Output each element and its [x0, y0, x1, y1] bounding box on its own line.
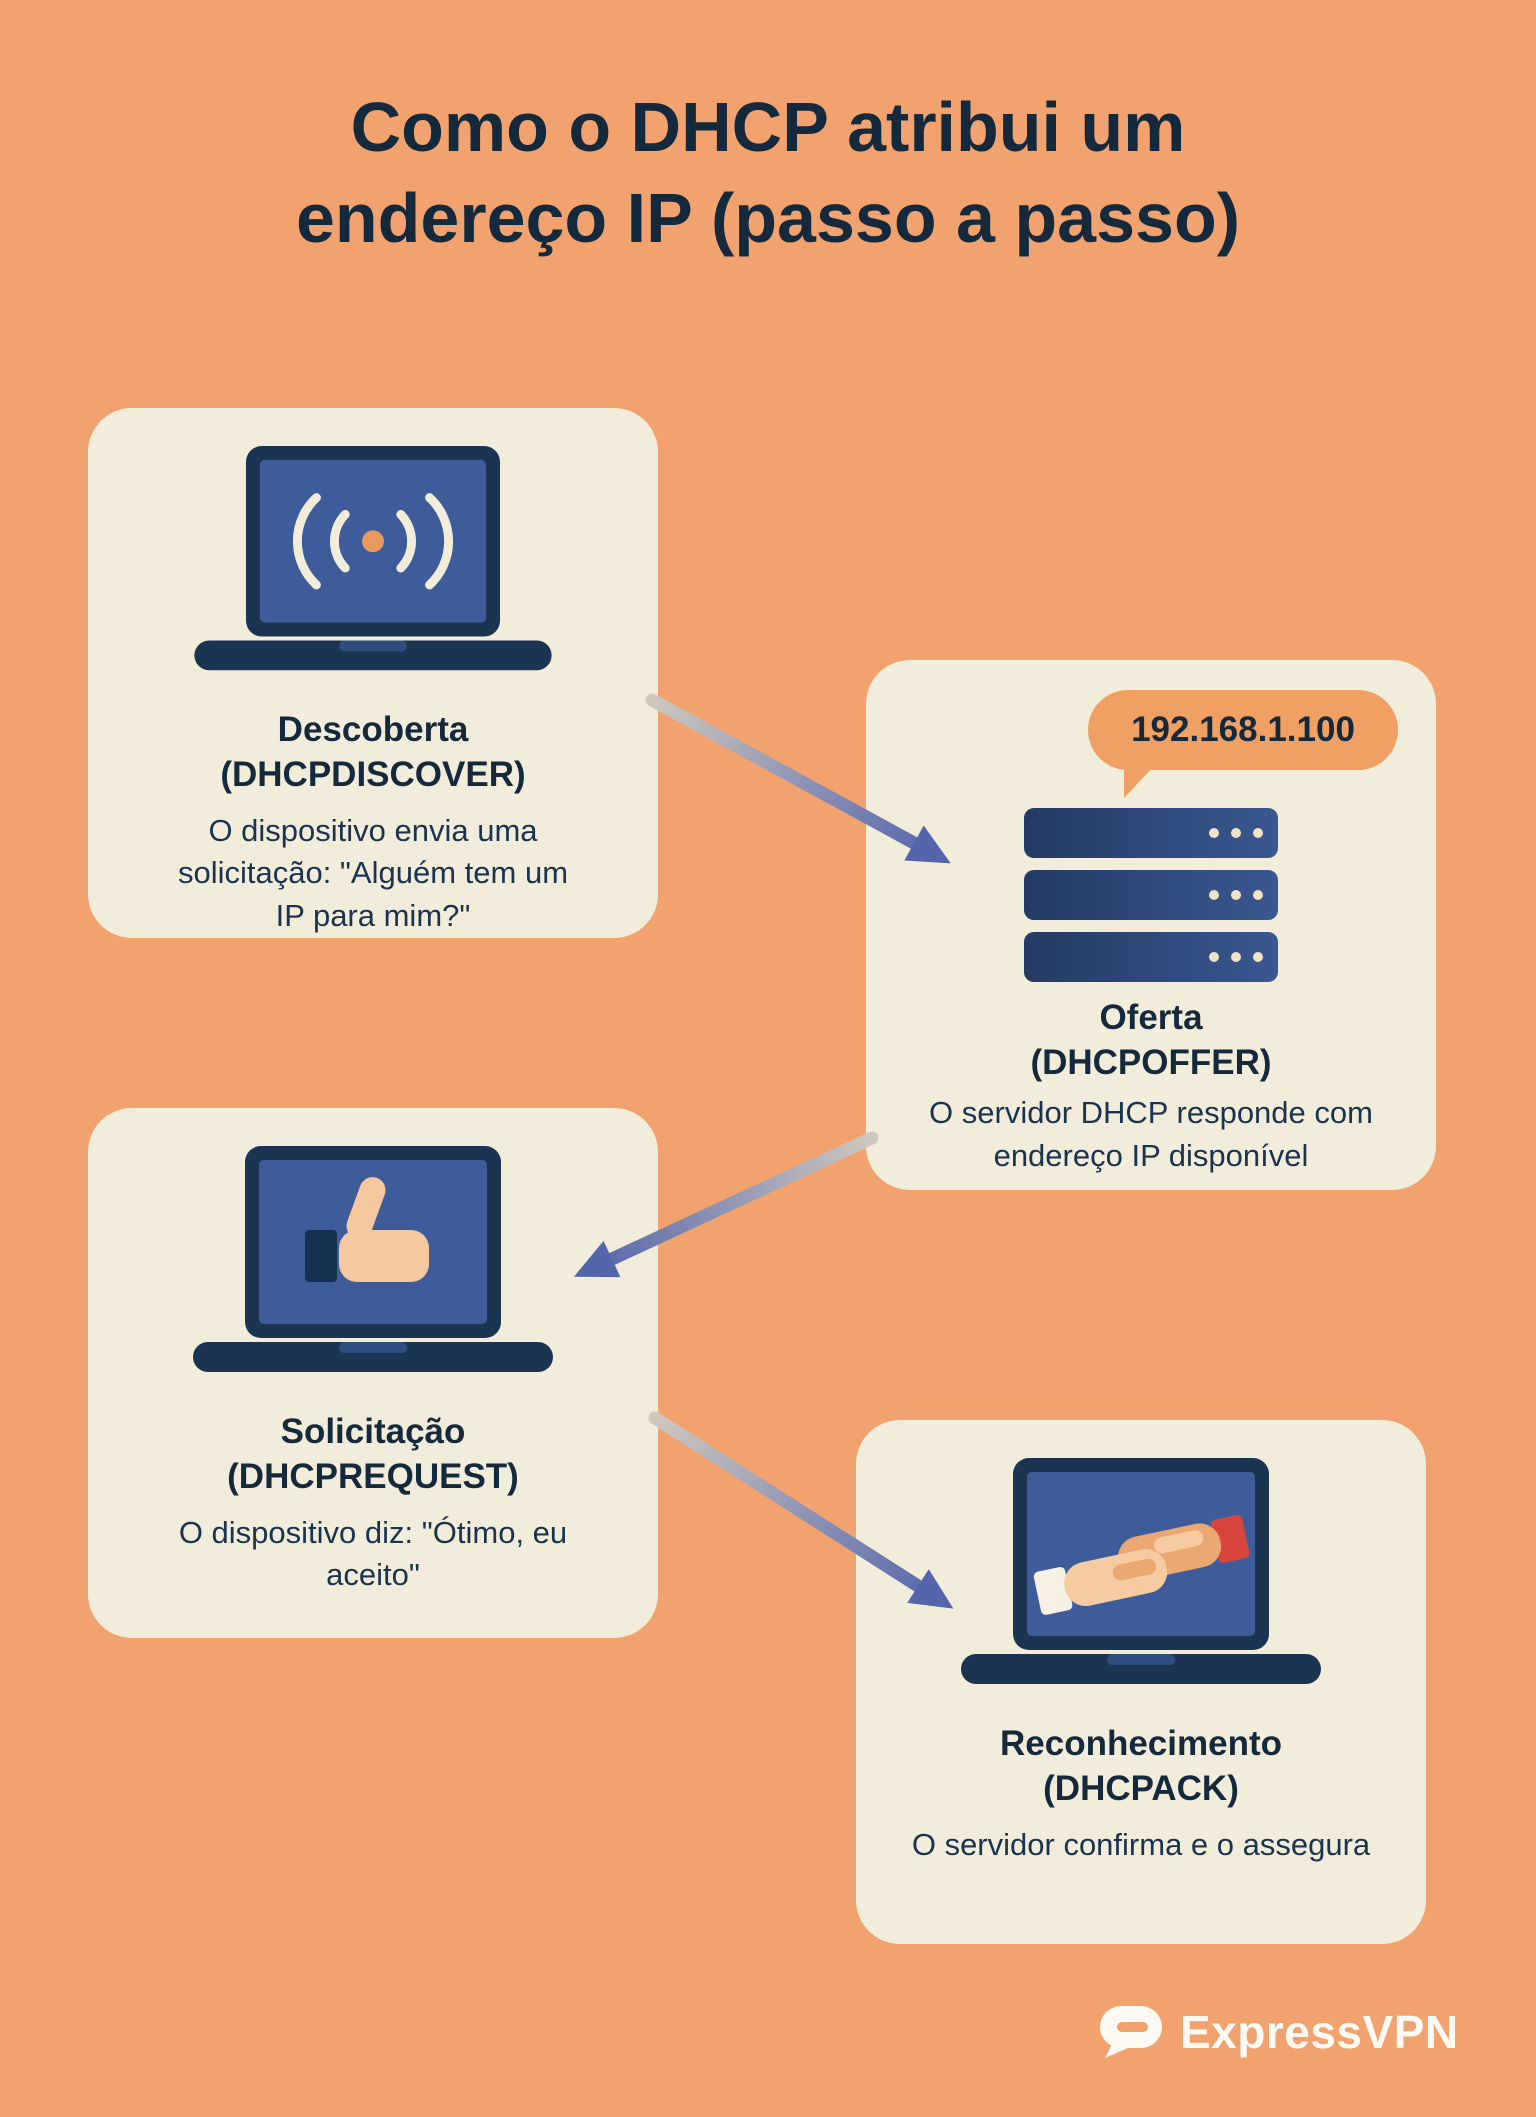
expressvpn-wordmark: ExpressVPN	[1180, 2006, 1459, 2058]
expressvpn-logo: ExpressVPN	[1098, 2004, 1459, 2060]
step-protocol: (DHCPREQUEST)	[227, 1456, 519, 1496]
page-title-line2: endereço IP (passo a passo)	[295, 179, 1241, 257]
laptop-handshake-icon	[961, 1458, 1321, 1684]
step-title-request: Solicitação (DHCPREQUEST)	[227, 1410, 519, 1500]
step-protocol: (DHCPACK)	[1043, 1768, 1239, 1808]
ip-speech-bubble: 192.168.1.100	[1088, 690, 1398, 798]
step-description-discover: O dispositivo envia uma solicitação: "Al…	[177, 812, 569, 934]
step-title-discover: Descoberta (DHCPDISCOVER)	[220, 708, 525, 798]
step-description-ack: O servidor confirma e o assegura	[911, 1826, 1371, 1862]
step-description-request: O dispositivo diz: "Ótimo, eu aceito"	[178, 1514, 568, 1593]
step-name: Descoberta	[277, 710, 469, 750]
step-title-offer: Oferta (DHCPOFFER)	[866, 996, 1436, 1086]
step-card-request: Solicitação (DHCPREQUEST) O dispositivo …	[88, 1108, 658, 1638]
expressvpn-logo-icon	[1100, 2006, 1162, 2058]
step-title-ack: Reconhecimento (DHCPACK)	[1000, 1722, 1282, 1812]
laptop-broadcast-icon	[194, 446, 552, 671]
laptop-thumbs-up-icon	[193, 1146, 553, 1372]
step-protocol: (DHCPOFFER)	[1030, 1042, 1272, 1082]
step-name: Oferta	[1099, 998, 1203, 1037]
step-description-offer: O servidor DHCP responde com endereço IP…	[929, 1095, 1373, 1173]
step-card-ack: Reconhecimento (DHCPACK) O servidor conf…	[856, 1420, 1426, 1944]
server-stack-icon	[1024, 808, 1278, 982]
step-protocol: (DHCPDISCOVER)	[220, 754, 526, 794]
ip-address: 192.168.1.100	[1131, 710, 1355, 749]
step-card-offer: 192.168.1.100 Oferta (	[866, 660, 1436, 1190]
step-name: Solicitação	[280, 1412, 466, 1451]
step-name: Reconhecimento	[1000, 1724, 1282, 1763]
step-card-discover: Descoberta (DHCPDISCOVER) O dispositivo …	[88, 408, 658, 938]
page-title: Como o DHCP atribui um endereço IP (pass…	[0, 82, 1536, 264]
page-title-line1: Como o DHCP atribui um	[350, 88, 1186, 166]
